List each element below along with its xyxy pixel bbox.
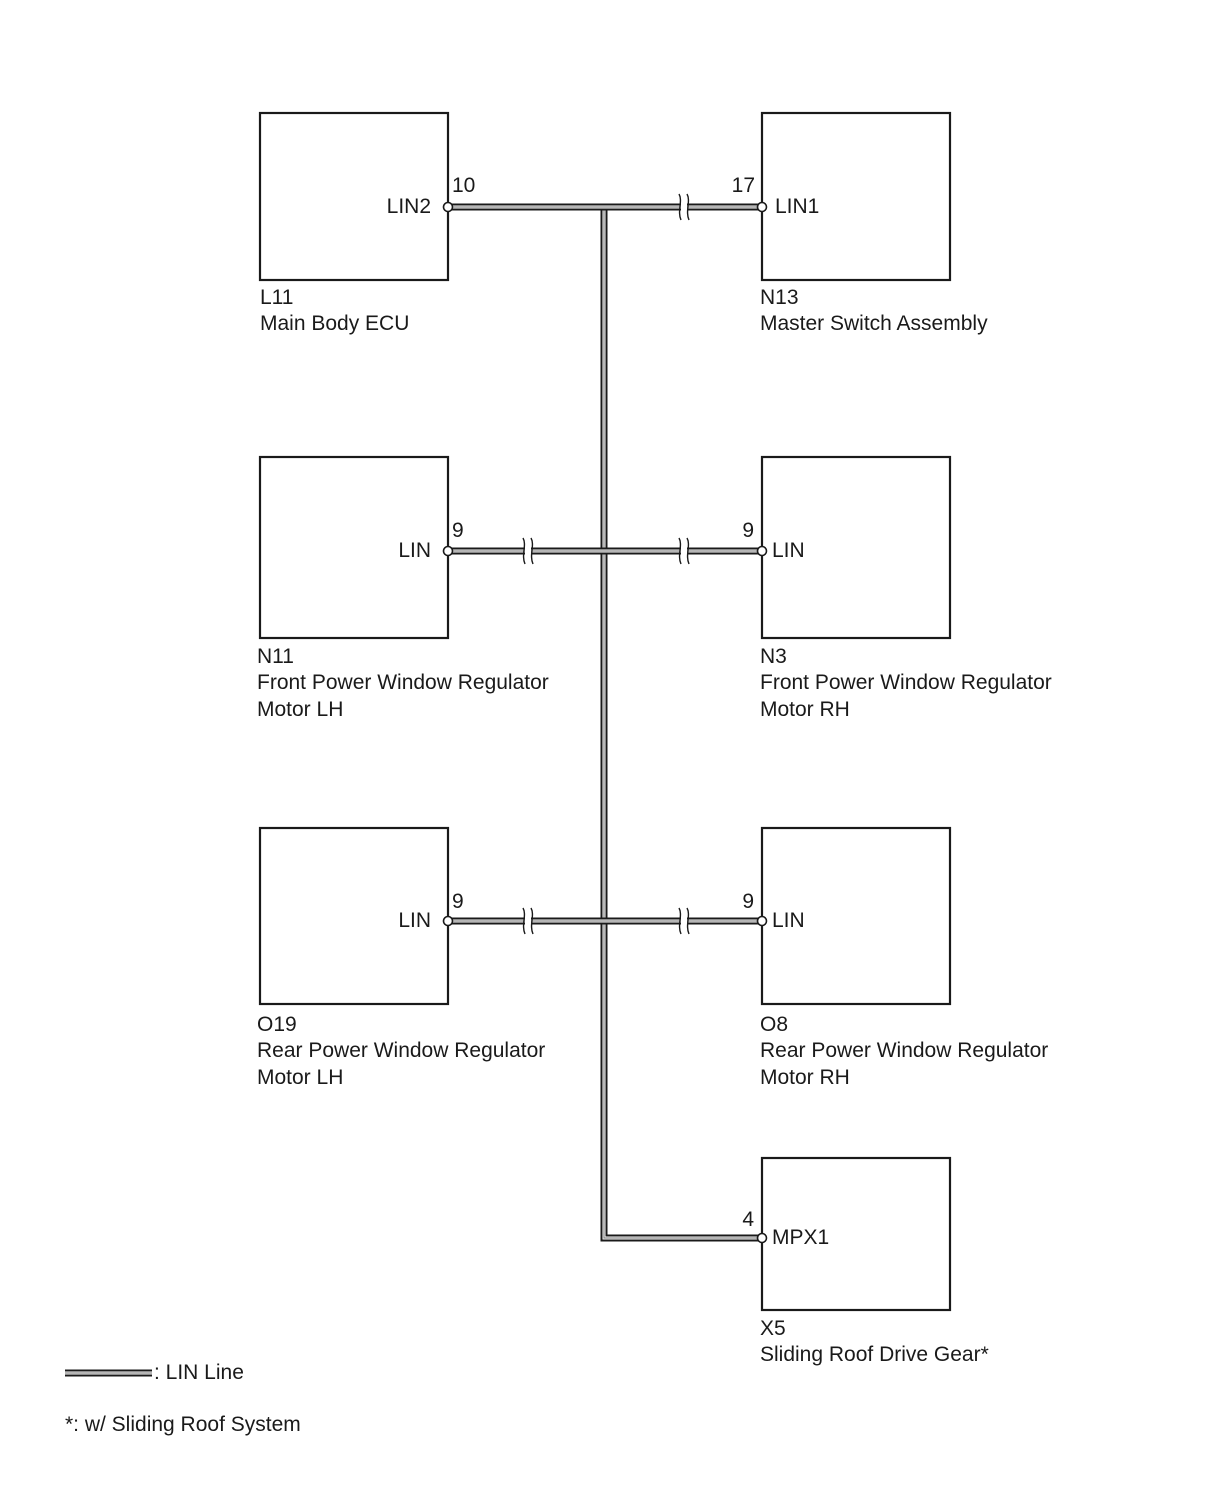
component-code: X5 [760,1317,786,1340]
component-code: L11 [260,286,293,309]
component-box [760,111,952,282]
component-n13: LIN1 17 N13 Master Switch Assembly [732,111,988,335]
component-name: Motor RH [760,698,850,721]
component-name: Motor LH [257,1066,343,1089]
component-code: N11 [257,645,294,668]
pin-number: 4 [742,1208,754,1231]
pin-number: 10 [452,174,475,197]
component-o8: LIN 9 O8 Rear Power Window Regulator Mot… [742,826,1048,1089]
pin-label: LIN [398,909,431,932]
legend-label: : LIN Line [154,1361,244,1384]
footnote: *: w/ Sliding Roof System [65,1413,301,1436]
component-n11: LIN 9 N11 Front Power Window Regulator M… [257,455,549,721]
break-mark [678,537,690,565]
component-name: Motor LH [257,698,343,721]
terminal [442,545,454,557]
pin-number: 9 [742,890,754,913]
pin-label: LIN [772,539,805,562]
component-name: Main Body ECU [260,312,409,335]
terminal [442,915,454,927]
component-box [258,455,450,640]
component-box [760,455,952,640]
break-mark [522,907,534,935]
pin-number: 9 [452,890,464,913]
terminal [756,915,768,927]
component-name: Rear Power Window Regulator [257,1039,545,1062]
component-code: O8 [760,1013,788,1036]
lin-wires [448,203,762,1242]
component-name: Sliding Roof Drive Gear* [760,1343,989,1366]
component-n3: LIN 9 N3 Front Power Window Regulator Mo… [742,455,1052,721]
pin-number: 17 [732,174,755,197]
component-l11: LIN2 10 L11 Main Body ECU [258,111,475,335]
pin-label: LIN [398,539,431,562]
bus-wire-vertical [600,207,762,1242]
component-box [760,1156,952,1312]
component-name: Master Switch Assembly [760,312,988,335]
component-name: Rear Power Window Regulator [760,1039,1048,1062]
terminal [756,545,768,557]
break-mark [522,537,534,565]
component-code: N13 [760,286,799,309]
break-marks [522,193,690,935]
component-name: Front Power Window Regulator [257,671,549,694]
component-box [258,111,450,282]
break-mark [678,193,690,221]
component-code: N3 [760,645,787,668]
pin-number: 9 [742,519,754,542]
pin-label: MPX1 [772,1226,829,1249]
component-name: Front Power Window Regulator [760,671,1052,694]
pin-number: 9 [452,519,464,542]
terminal [442,201,454,213]
terminal [756,201,768,213]
terminal [756,1232,768,1244]
component-x5: MPX1 4 X5 Sliding Roof Drive Gear* [742,1156,989,1366]
component-o19: LIN 9 O19 Rear Power Window Regulator Mo… [257,826,545,1089]
pin-label: LIN1 [775,195,819,218]
pin-label: LIN [772,909,805,932]
break-mark [678,907,690,935]
component-code: O19 [257,1013,297,1036]
component-name: Motor RH [760,1066,850,1089]
component-box [760,826,952,1006]
pin-label: LIN2 [387,195,431,218]
legend: : LIN Line *: w/ Sliding Roof System [65,1361,301,1436]
